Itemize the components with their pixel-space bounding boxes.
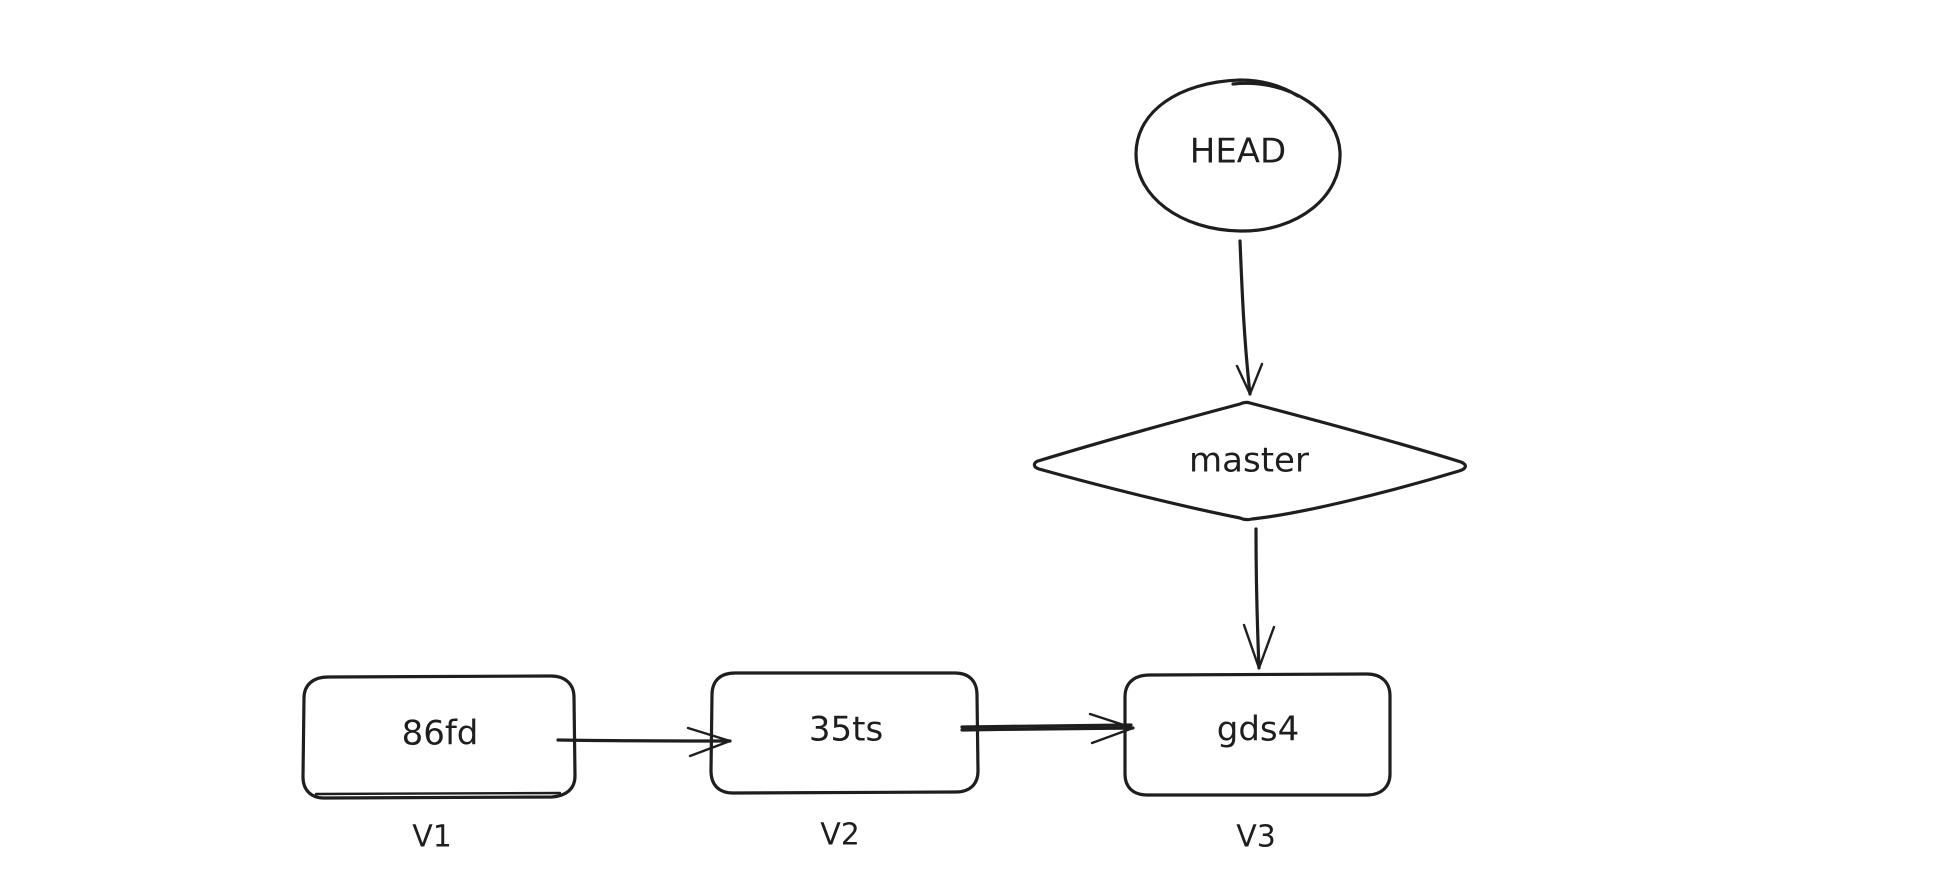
edge-head-to-master-line <box>1238 239 1252 396</box>
edge-master-to-commit-3-line <box>1254 527 1261 670</box>
edge-head-to-master <box>1235 239 1264 396</box>
edge-master-to-commit-3-arrowhead <box>1242 623 1276 670</box>
edge-commit-2-to-commit-3-line <box>960 726 1135 732</box>
commit-box-2[interactable]: 35ts V2 <box>709 671 980 853</box>
master-node-label: master <box>1189 441 1309 481</box>
commit-box-2-label: 35ts <box>809 710 883 750</box>
edge-commit-2-to-commit-3-line-overstroke <box>960 723 1133 729</box>
commit-box-3-label: gds4 <box>1217 710 1300 750</box>
commit-box-1[interactable]: 86fd V1 <box>301 674 577 855</box>
commit-box-1-caption: V1 <box>412 820 452 855</box>
edge-commit-1-to-commit-2 <box>556 726 732 758</box>
commit-box-3[interactable]: gds4 V3 <box>1123 672 1392 855</box>
commit-box-1-label: 86fd <box>402 714 479 754</box>
commit-box-3-caption: V3 <box>1236 820 1276 855</box>
head-node[interactable]: HEAD <box>1134 78 1342 233</box>
master-node[interactable]: master <box>1032 400 1467 522</box>
edge-head-to-master-arrowhead <box>1235 362 1264 396</box>
edge-commit-2-to-commit-3 <box>960 712 1135 745</box>
edge-master-to-commit-3 <box>1242 527 1276 670</box>
head-node-shape <box>1134 78 1342 233</box>
edge-commit-2-to-commit-3-arrowhead <box>1088 712 1135 745</box>
commit-box-1-shape <box>301 674 577 800</box>
edge-commit-1-to-commit-2-arrowhead <box>686 726 732 758</box>
master-node-shape <box>1032 400 1467 522</box>
commit-box-2-shape <box>709 671 980 795</box>
commit-box-3-shape <box>1123 672 1392 797</box>
commit-box-2-caption: V2 <box>820 818 860 853</box>
edge-commit-1-to-commit-2-line <box>556 738 732 743</box>
head-node-label: HEAD <box>1190 132 1287 172</box>
commit-box-1-shape-overstroke <box>314 791 562 796</box>
